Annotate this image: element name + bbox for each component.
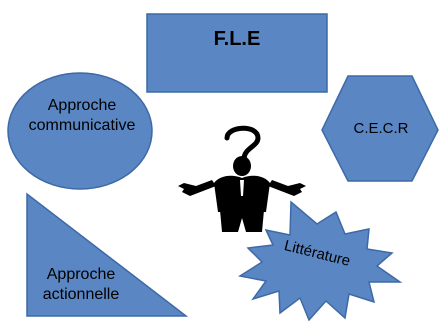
communicative-label: Approche communicative — [28, 97, 136, 134]
person-shrugging-question-icon — [178, 125, 306, 232]
cecr-hexagon — [321, 75, 439, 182]
fle-label: F.L.E — [213, 28, 261, 50]
litterature-starburst — [238, 200, 403, 322]
cecr-label: C.E.C.R — [353, 120, 409, 137]
actionnelle-triangle — [26, 192, 189, 317]
communicative-ellipse — [7, 72, 153, 190]
actionnelle-label: Approche actionnelle — [42, 266, 120, 303]
fle-rectangle — [146, 13, 328, 93]
